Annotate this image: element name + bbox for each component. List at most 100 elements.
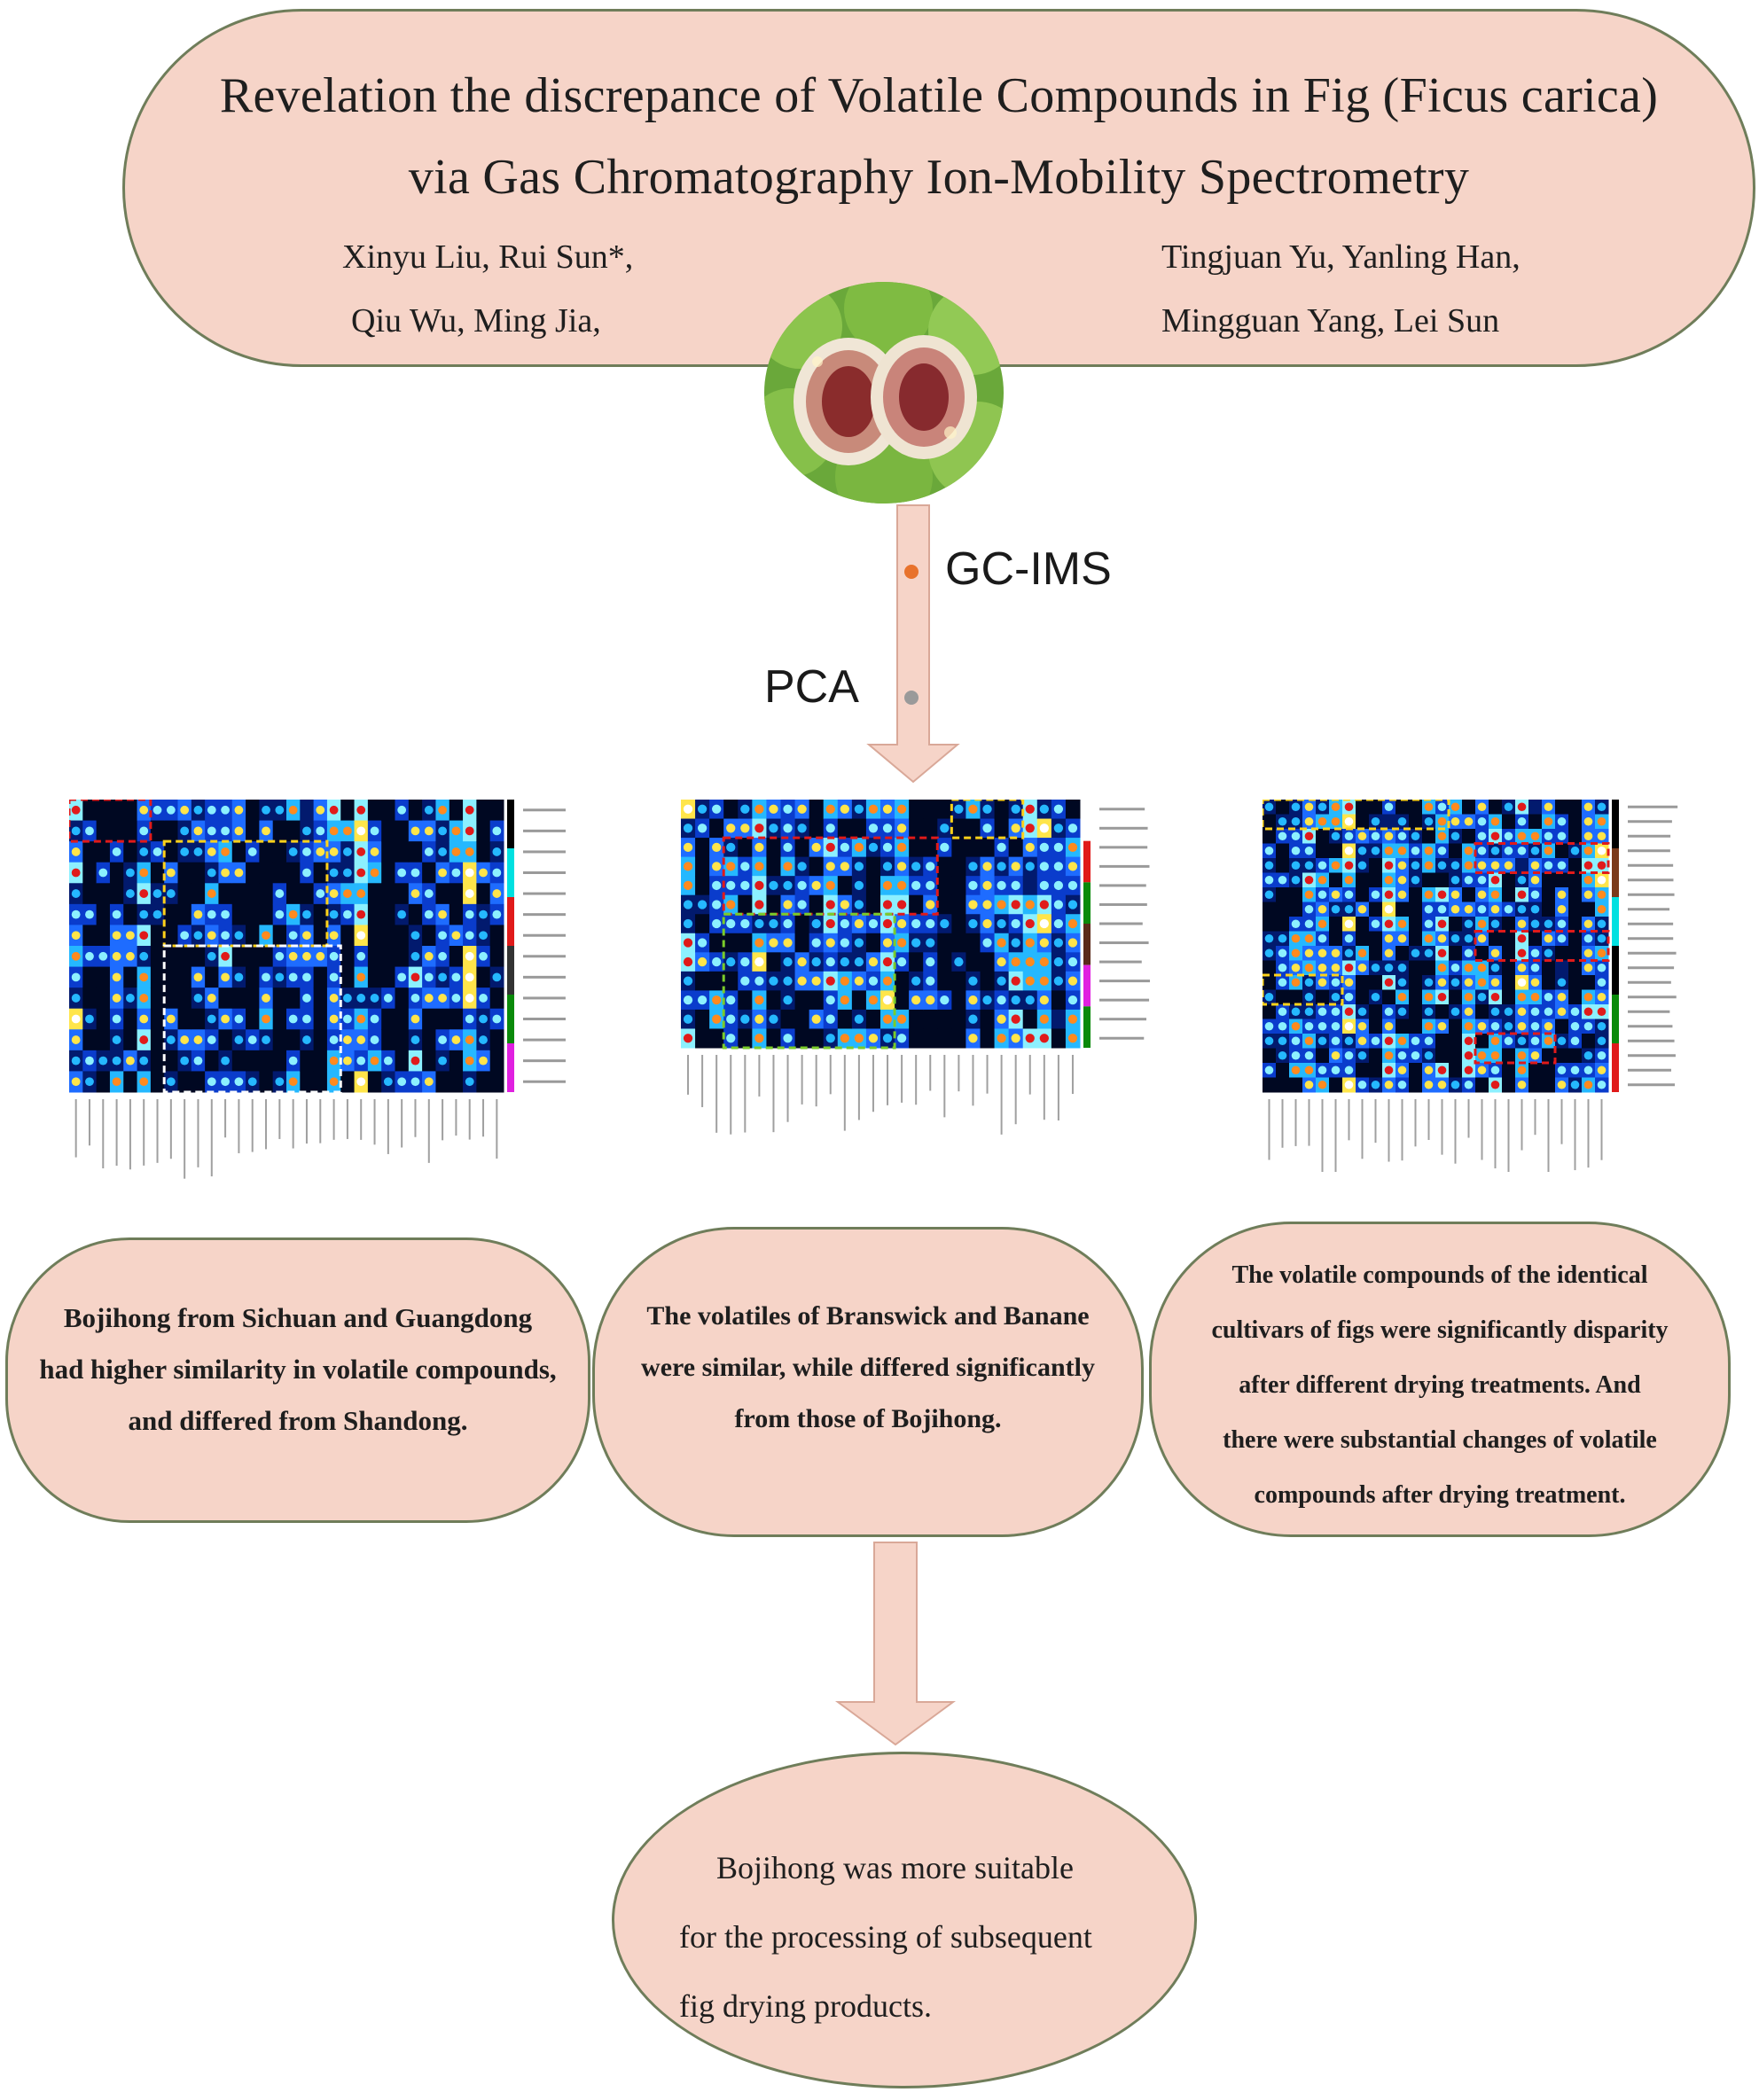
heatmap-spot	[302, 909, 311, 919]
heatmap-spot	[343, 1056, 352, 1066]
heatmap-col-label	[224, 1099, 227, 1138]
heatmap-col-label	[1043, 1055, 1045, 1120]
heatmap-spot	[139, 909, 149, 919]
heatmap-spot	[1544, 992, 1553, 1002]
heatmap-cell	[82, 925, 98, 947]
heatmap-spot	[783, 880, 793, 891]
heatmap-spot	[926, 918, 935, 929]
heatmap-cell	[1395, 902, 1410, 917]
heatmap-group-bar	[507, 946, 514, 995]
heatmap-spot	[1317, 1036, 1327, 1046]
heatmap-spot	[410, 868, 420, 878]
heatmap-cell	[937, 856, 952, 877]
heatmap-cell	[1409, 931, 1423, 947]
heatmap-cell	[476, 966, 491, 988]
heatmap-spot	[410, 931, 420, 941]
heatmap-col-label	[1467, 1099, 1470, 1138]
heatmap-spot	[797, 956, 807, 967]
heatmap-spot	[152, 909, 162, 919]
heatmap-spot	[1464, 1007, 1474, 1017]
heatmap-cell	[794, 838, 810, 858]
heatmap-spot	[868, 804, 879, 814]
heatmap-spot	[1583, 846, 1593, 855]
heatmap-spot	[85, 1056, 94, 1066]
heatmap-spot	[1517, 963, 1527, 972]
heatmap-spot	[1291, 933, 1301, 943]
heatmap-spot	[968, 995, 978, 1005]
heatmap-spot	[221, 805, 230, 815]
heatmap-cell	[96, 883, 111, 905]
heatmap-spot	[71, 909, 81, 919]
heatmap-spot	[1557, 1066, 1567, 1075]
heatmap-cell	[1329, 917, 1343, 932]
heatmap-cell	[313, 903, 328, 925]
heatmap-spot	[1424, 978, 1434, 988]
heatmap-cell	[1316, 989, 1330, 1005]
heatmap-spot	[825, 956, 835, 967]
heatmap-spot	[1530, 1050, 1540, 1060]
heatmap-spot	[712, 956, 722, 967]
heatmap-spot	[726, 1014, 736, 1024]
gcims-label: GC-IMS	[945, 543, 1112, 595]
heatmap-spot	[1039, 862, 1049, 871]
pca-dot	[904, 691, 919, 705]
heatmap-cell	[96, 925, 111, 947]
heatmap-spot	[1424, 1066, 1434, 1075]
heatmap-cell	[809, 800, 825, 820]
heatmap-col-label	[1348, 1099, 1350, 1141]
heatmap-spot	[275, 972, 285, 982]
heatmap-spot	[1067, 862, 1078, 871]
heatmap-spot	[1597, 802, 1607, 812]
heatmap-spot	[221, 931, 230, 941]
heatmap-spot	[1437, 890, 1447, 900]
heatmap-spot	[275, 889, 285, 898]
heatmap-spot	[1477, 1066, 1487, 1075]
heatmap-cell	[1422, 872, 1436, 888]
heatmap-spot	[1011, 824, 1020, 833]
heatmap-cell	[923, 800, 938, 820]
heatmap-spot	[1278, 978, 1287, 988]
heatmap-spot	[1517, 1050, 1527, 1060]
heatmap-spot	[1450, 904, 1460, 914]
heatmap-spot	[1371, 890, 1380, 900]
heatmap-spot	[1291, 802, 1301, 812]
heatmap-spot	[465, 909, 474, 919]
heatmap-spot	[840, 900, 849, 909]
heatmap-spot	[683, 956, 693, 967]
heatmap-cell	[1542, 960, 1556, 976]
heatmap-group-bar	[507, 897, 514, 946]
heatmap-cell	[123, 966, 138, 988]
heatmap-spot	[329, 868, 339, 878]
heatmap-spot	[1304, 1036, 1314, 1046]
heatmap-cell	[1051, 1028, 1067, 1049]
heatmap-spot	[1344, 1080, 1354, 1089]
heatmap-col-label	[1494, 1099, 1497, 1169]
heatmap-spot	[683, 842, 693, 852]
heatmap-spot	[424, 909, 434, 919]
heatmap-cell	[82, 1029, 98, 1051]
heatmap-spot	[1597, 933, 1607, 943]
heatmap-cell	[381, 1008, 395, 1030]
heatmap-spot	[740, 804, 750, 814]
heatmap-row-label	[1099, 846, 1148, 849]
heatmap-spot	[911, 918, 921, 929]
heatmap-spot	[302, 1035, 311, 1044]
heatmap-col-label	[1388, 1099, 1390, 1162]
heatmap-spot	[1490, 1021, 1500, 1031]
heatmap-highlight-box	[69, 800, 152, 843]
heatmap-cell	[259, 903, 274, 925]
heatmap-spot	[1304, 875, 1314, 885]
heatmap-cell	[994, 800, 1010, 820]
heatmap-spot	[1291, 949, 1301, 958]
heatmap-row-label	[523, 975, 566, 979]
heatmap-cell	[246, 820, 260, 842]
heatmap-spot	[451, 972, 461, 982]
heatmap-spot	[1544, 933, 1553, 943]
heatmap-spot	[1424, 890, 1434, 900]
heatmap-cell	[1555, 1019, 1569, 1034]
heatmap-spot	[754, 938, 764, 948]
heatmap-cell	[1263, 1048, 1277, 1064]
heatmap-cell	[272, 1008, 287, 1030]
heatmap-spot	[1344, 904, 1354, 914]
heatmap-spot	[1317, 861, 1327, 870]
